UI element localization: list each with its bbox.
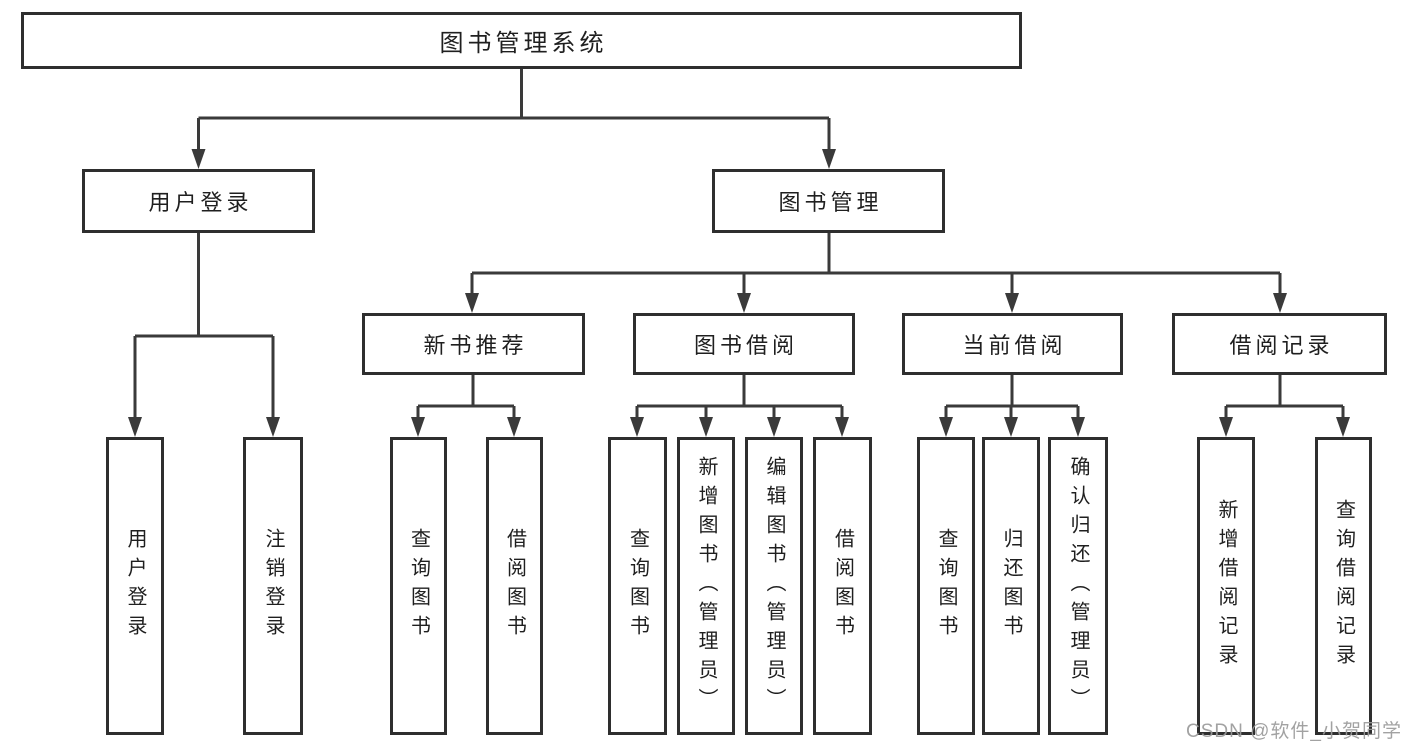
node-book-management: 图书管理 — [712, 169, 945, 233]
leaf-record-add: 新增借阅记录 — [1197, 437, 1255, 735]
arrowhead — [1273, 293, 1287, 313]
leaf-borrow-query: 查询图书 — [608, 437, 667, 735]
arrowhead — [1005, 293, 1019, 313]
leaf-newbook-query: 查询图书 — [390, 437, 447, 735]
leaf-current-return: 归还图书 — [982, 437, 1040, 735]
leaf-borrow-book: 借阅图书 — [813, 437, 872, 735]
node-borrow-records: 借阅记录 — [1172, 313, 1387, 375]
leaf-record-query: 查询借阅记录 — [1315, 437, 1372, 735]
leaf-user-login: 用户登录 — [106, 437, 164, 735]
connector-borrow-records-children — [1219, 375, 1350, 437]
arrowhead — [1219, 417, 1233, 437]
node-book-borrow: 图书借阅 — [633, 313, 855, 375]
arrowhead — [737, 293, 751, 313]
arrowhead — [939, 417, 953, 437]
connector-user-login-children — [128, 233, 280, 437]
arrowhead — [411, 417, 425, 437]
arrowhead — [1004, 417, 1018, 437]
csdn-watermark: CSDN @软件_小贺同学 — [1186, 721, 1402, 742]
arrowhead — [266, 417, 280, 437]
node-library-system: 图书管理系统 — [21, 12, 1022, 69]
leaf-logout: 注销登录 — [243, 437, 303, 735]
leaf-newbook-borrow: 借阅图书 — [486, 437, 543, 735]
arrowhead — [822, 149, 836, 169]
connector-current-borrow-children — [939, 375, 1085, 437]
arrowhead — [465, 293, 479, 313]
leaf-current-confirm-admin: 确认归还（管理员） — [1048, 437, 1108, 735]
arrowhead — [507, 417, 521, 437]
arrowhead — [128, 417, 142, 437]
node-user-login: 用户登录 — [82, 169, 315, 233]
arrowhead — [191, 149, 206, 169]
node-current-borrow: 当前借阅 — [902, 313, 1123, 375]
arrowhead — [835, 417, 849, 437]
connector-new-book-children — [411, 375, 521, 437]
arrowhead — [1071, 417, 1085, 437]
arrowhead — [767, 417, 781, 437]
connector-book-mgmt-to-level3 — [465, 233, 1287, 313]
arrowhead — [699, 417, 713, 437]
arrowhead — [1336, 417, 1350, 437]
leaf-borrow-edit-admin: 编辑图书（管理员） — [745, 437, 803, 735]
arrowhead — [630, 417, 644, 437]
node-new-book-recommend: 新书推荐 — [362, 313, 585, 375]
connector-root-to-level2 — [191, 69, 836, 169]
leaf-borrow-add-admin: 新增图书（管理员） — [677, 437, 735, 735]
leaf-current-query: 查询图书 — [917, 437, 975, 735]
connector-book-borrow-children — [630, 375, 849, 437]
